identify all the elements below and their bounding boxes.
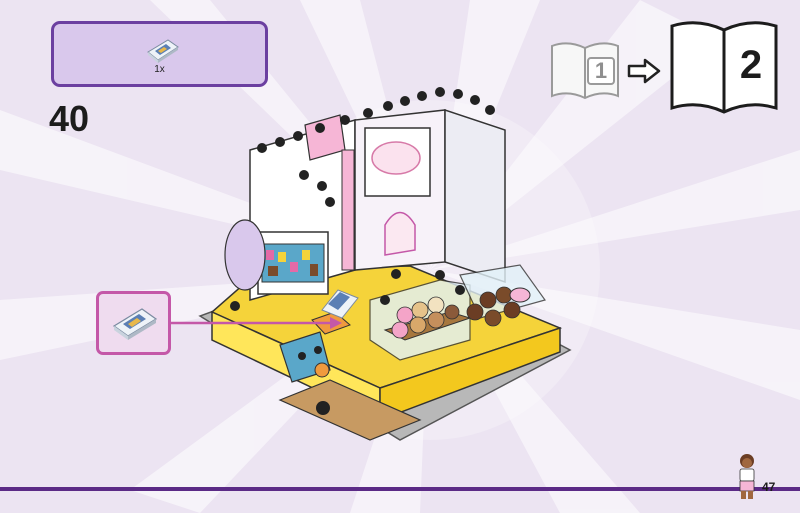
arrow-right-icon — [627, 58, 661, 84]
book-from-label: 1 — [594, 58, 608, 83]
parts-list-callout: 1x — [51, 21, 268, 87]
book-to-label: 2 — [739, 43, 763, 87]
sub-assembly-callout — [96, 291, 171, 355]
step-number: 40 — [49, 98, 90, 139]
part-quantity: 1x — [154, 64, 165, 75]
book-2-icon: 2 — [668, 18, 780, 116]
printed-tile-icon — [147, 39, 179, 63]
footer-rule — [0, 487, 800, 491]
printed-tile-icon — [112, 308, 158, 340]
minifigure-icon — [739, 454, 755, 499]
page-number: 47 — [762, 480, 776, 494]
book-1-icon: 1 — [548, 40, 622, 100]
